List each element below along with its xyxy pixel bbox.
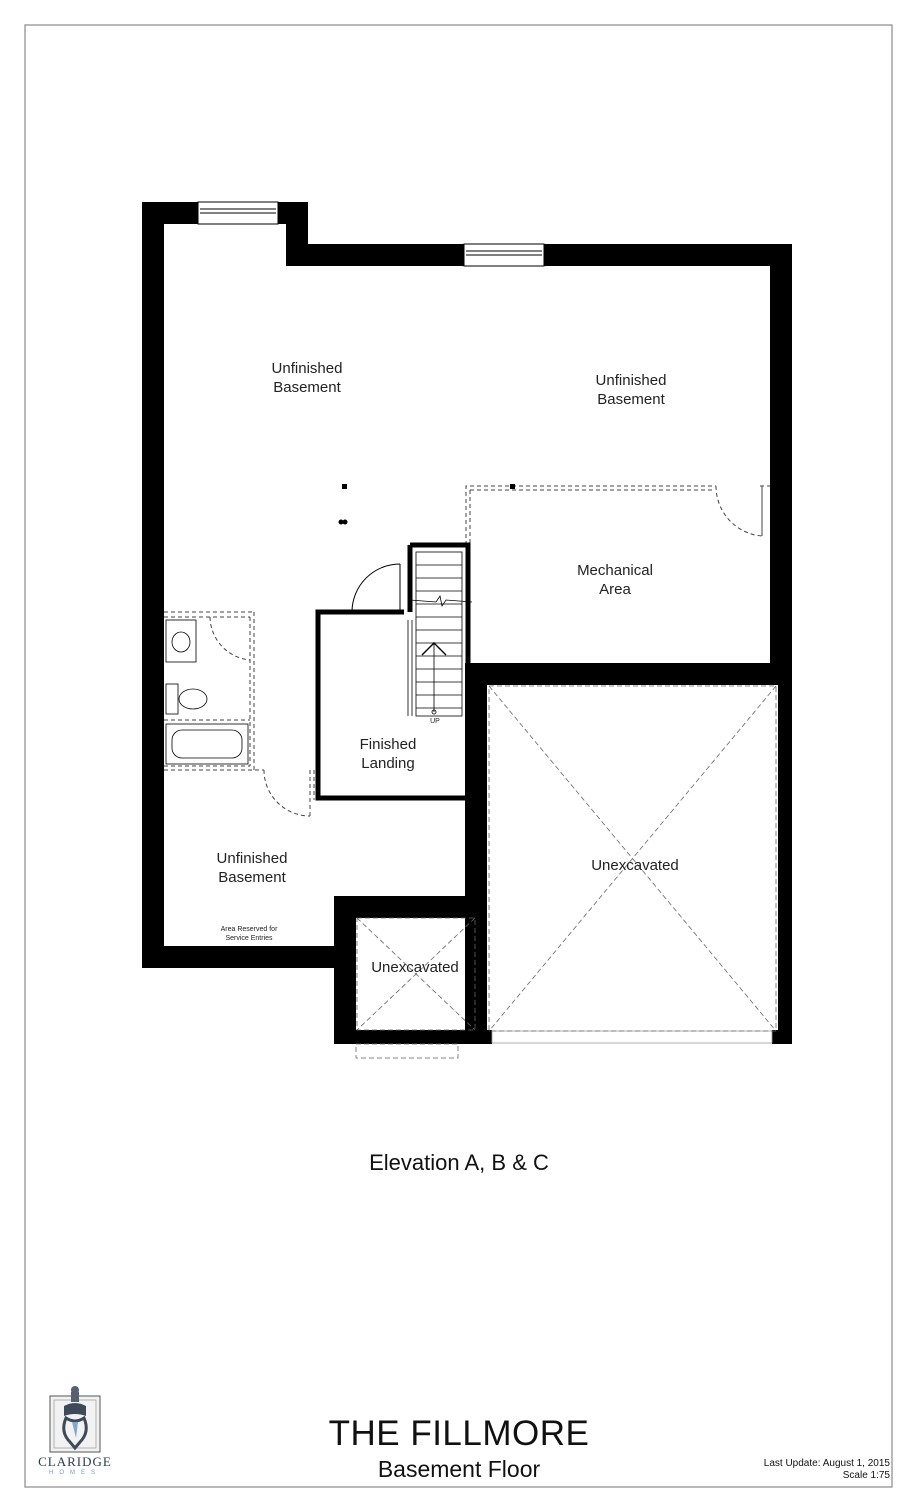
basement-nw-label-2: Basement xyxy=(273,379,341,396)
logo-wordmark: CLARIDGE xyxy=(38,1454,112,1469)
plan-title: THE FILLMORE xyxy=(328,1414,590,1453)
stair-treads xyxy=(407,551,463,717)
finished-landing-walls xyxy=(315,542,471,801)
column-post xyxy=(338,519,344,525)
claridge-logo: CLARIDGE HOMES xyxy=(30,1382,120,1478)
sw-door xyxy=(263,769,315,817)
elevation-caption: Elevation A, B & C xyxy=(369,1150,549,1175)
plan-subtitle: Basement Floor xyxy=(377,1456,541,1482)
service-entries-note: Area Reserved for xyxy=(221,926,278,933)
basement-ne-label-2: Basement xyxy=(597,391,665,408)
basement-nw-label: Unfinished xyxy=(272,360,343,377)
unexcavated-large-marking xyxy=(488,685,777,1032)
landing-door-swing xyxy=(351,563,401,613)
landing-label-2: Landing xyxy=(361,755,414,772)
windows xyxy=(197,201,773,1044)
mechanical-label-2: Area xyxy=(599,581,631,598)
mechanical-label: Mechanical xyxy=(577,562,653,579)
unexcavated-large-label: Unexcavated xyxy=(591,857,679,874)
basement-ne-label: Unfinished xyxy=(596,372,667,389)
door-knocker-icon xyxy=(49,1386,101,1453)
bathroom-fixtures xyxy=(165,619,249,765)
plan-meta: Last Update: August 1, 2015 Scale 1:75 xyxy=(764,1458,890,1482)
stair-up-label: UP xyxy=(430,718,440,725)
basement-sw-label: Unfinished xyxy=(217,850,288,867)
basement-sw-label-2: Basement xyxy=(218,869,286,886)
bathroom-door-swing xyxy=(209,616,251,661)
mechanical-door-swing xyxy=(715,485,763,537)
sheet-border xyxy=(24,24,893,1488)
scale: Scale 1:75 xyxy=(842,1470,890,1481)
mechanical-area-outline xyxy=(465,485,770,545)
column-post xyxy=(342,519,348,525)
exterior-walls xyxy=(142,202,792,1044)
service-entries-note-2: Service Entries xyxy=(225,935,273,942)
column-post xyxy=(342,484,347,489)
unexcavated-small-label: Unexcavated xyxy=(371,959,459,976)
last-update: Last Update: August 1, 2015 xyxy=(763,1458,890,1469)
unexcavated-small-marking xyxy=(355,917,476,1059)
landing-label: Finished xyxy=(360,736,417,753)
bathroom-outline xyxy=(164,611,264,771)
logo-subword: HOMES xyxy=(48,1470,101,1476)
